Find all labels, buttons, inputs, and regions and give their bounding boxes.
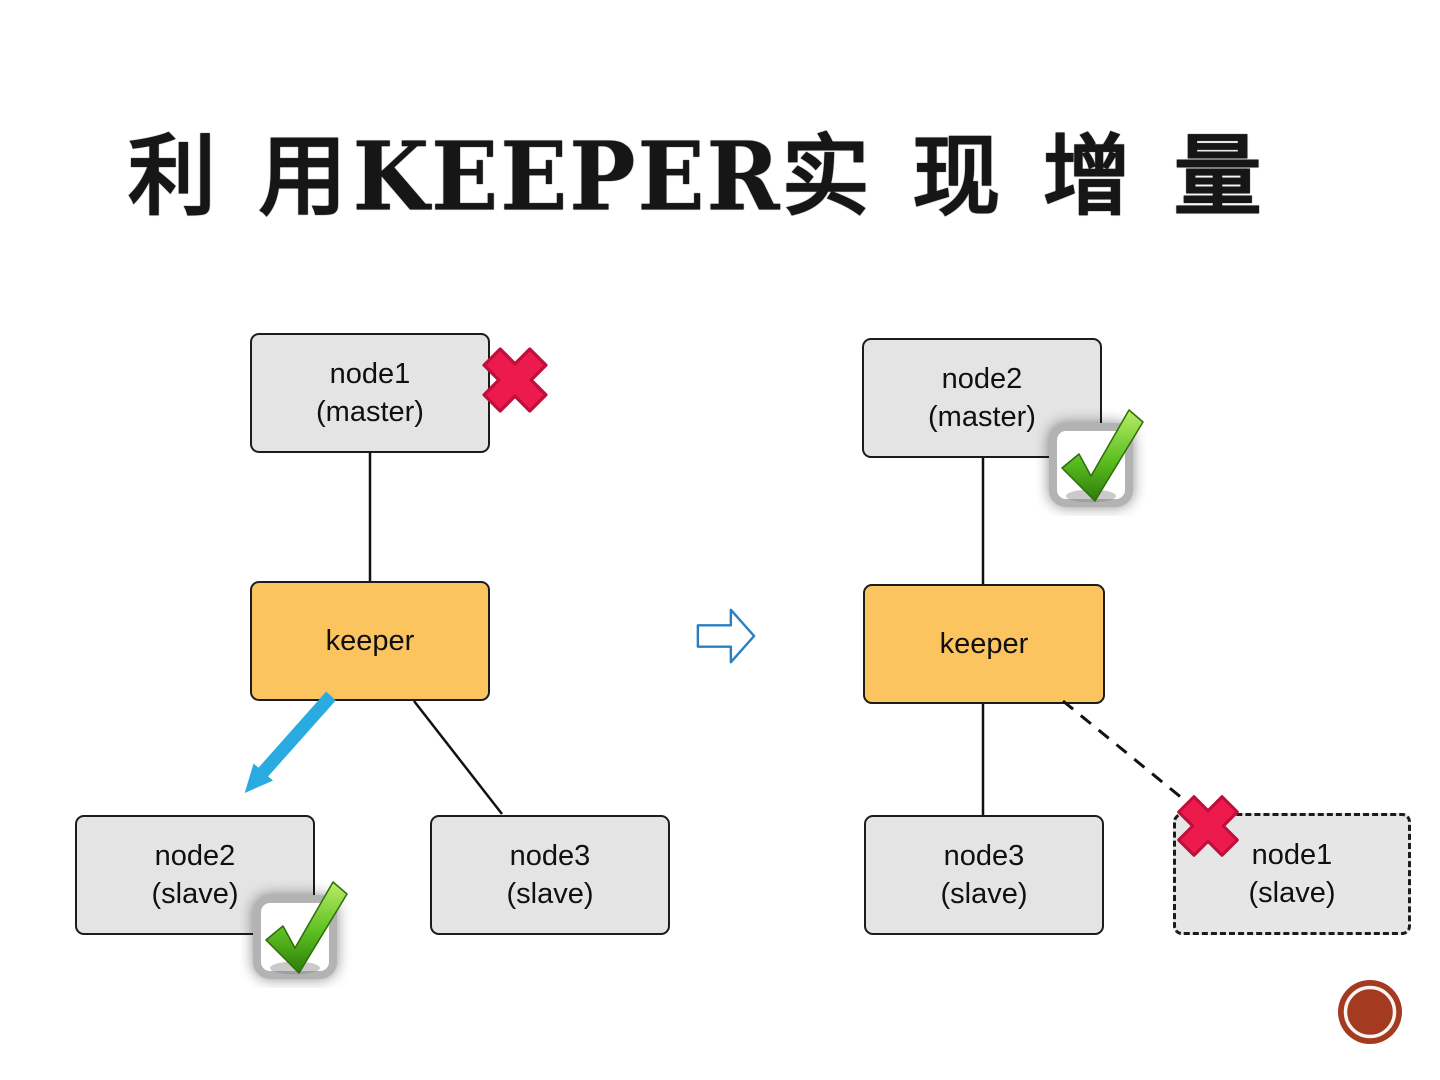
- title-keyword: KEEPER: [352, 119, 782, 233]
- node-box-after-slave1: node3 (slave): [864, 815, 1104, 935]
- node-box-before-slave1: node2 (slave): [75, 815, 315, 935]
- promote-arrow-before-keeper-node2: [244, 691, 336, 793]
- node-box-before-slave2: node3 (slave): [430, 815, 670, 935]
- node-role: (slave): [151, 878, 239, 910]
- node-label: node2: [154, 839, 236, 872]
- transition-arrow-icon: [696, 608, 756, 664]
- title-suffix: 实 现 增 量: [781, 124, 1268, 228]
- keeper-box-before: keeper: [250, 581, 490, 701]
- page-title: 利 用KEEPER实 现 增 量: [128, 124, 1262, 228]
- node-role: (master): [928, 401, 1036, 433]
- keeper-label: keeper: [325, 624, 415, 657]
- node-role: (slave): [1248, 877, 1336, 909]
- node-role: (slave): [940, 878, 1028, 910]
- node-label: node3: [509, 839, 591, 872]
- node-box-after-slave2-detached: node1 (slave): [1173, 813, 1411, 935]
- connector-before-keeper-node3: [413, 700, 503, 815]
- keeper-box-after: keeper: [863, 584, 1105, 704]
- node-box-before-master: node1 (master): [250, 333, 490, 453]
- keeper-label: keeper: [939, 627, 1029, 660]
- node-box-after-master: node2 (master): [862, 338, 1102, 458]
- node-label: node2: [941, 362, 1023, 395]
- node-label: node3: [943, 839, 1025, 872]
- node-role: (slave): [506, 878, 594, 910]
- logo-stamp-icon: [1338, 980, 1402, 1044]
- title-prefix: 利 用: [128, 124, 353, 228]
- node-label: node1: [1251, 838, 1333, 871]
- node-label: node1: [329, 357, 411, 390]
- connector-after-keeper-node1-broken: [1062, 699, 1189, 805]
- node-role: (master): [316, 396, 424, 428]
